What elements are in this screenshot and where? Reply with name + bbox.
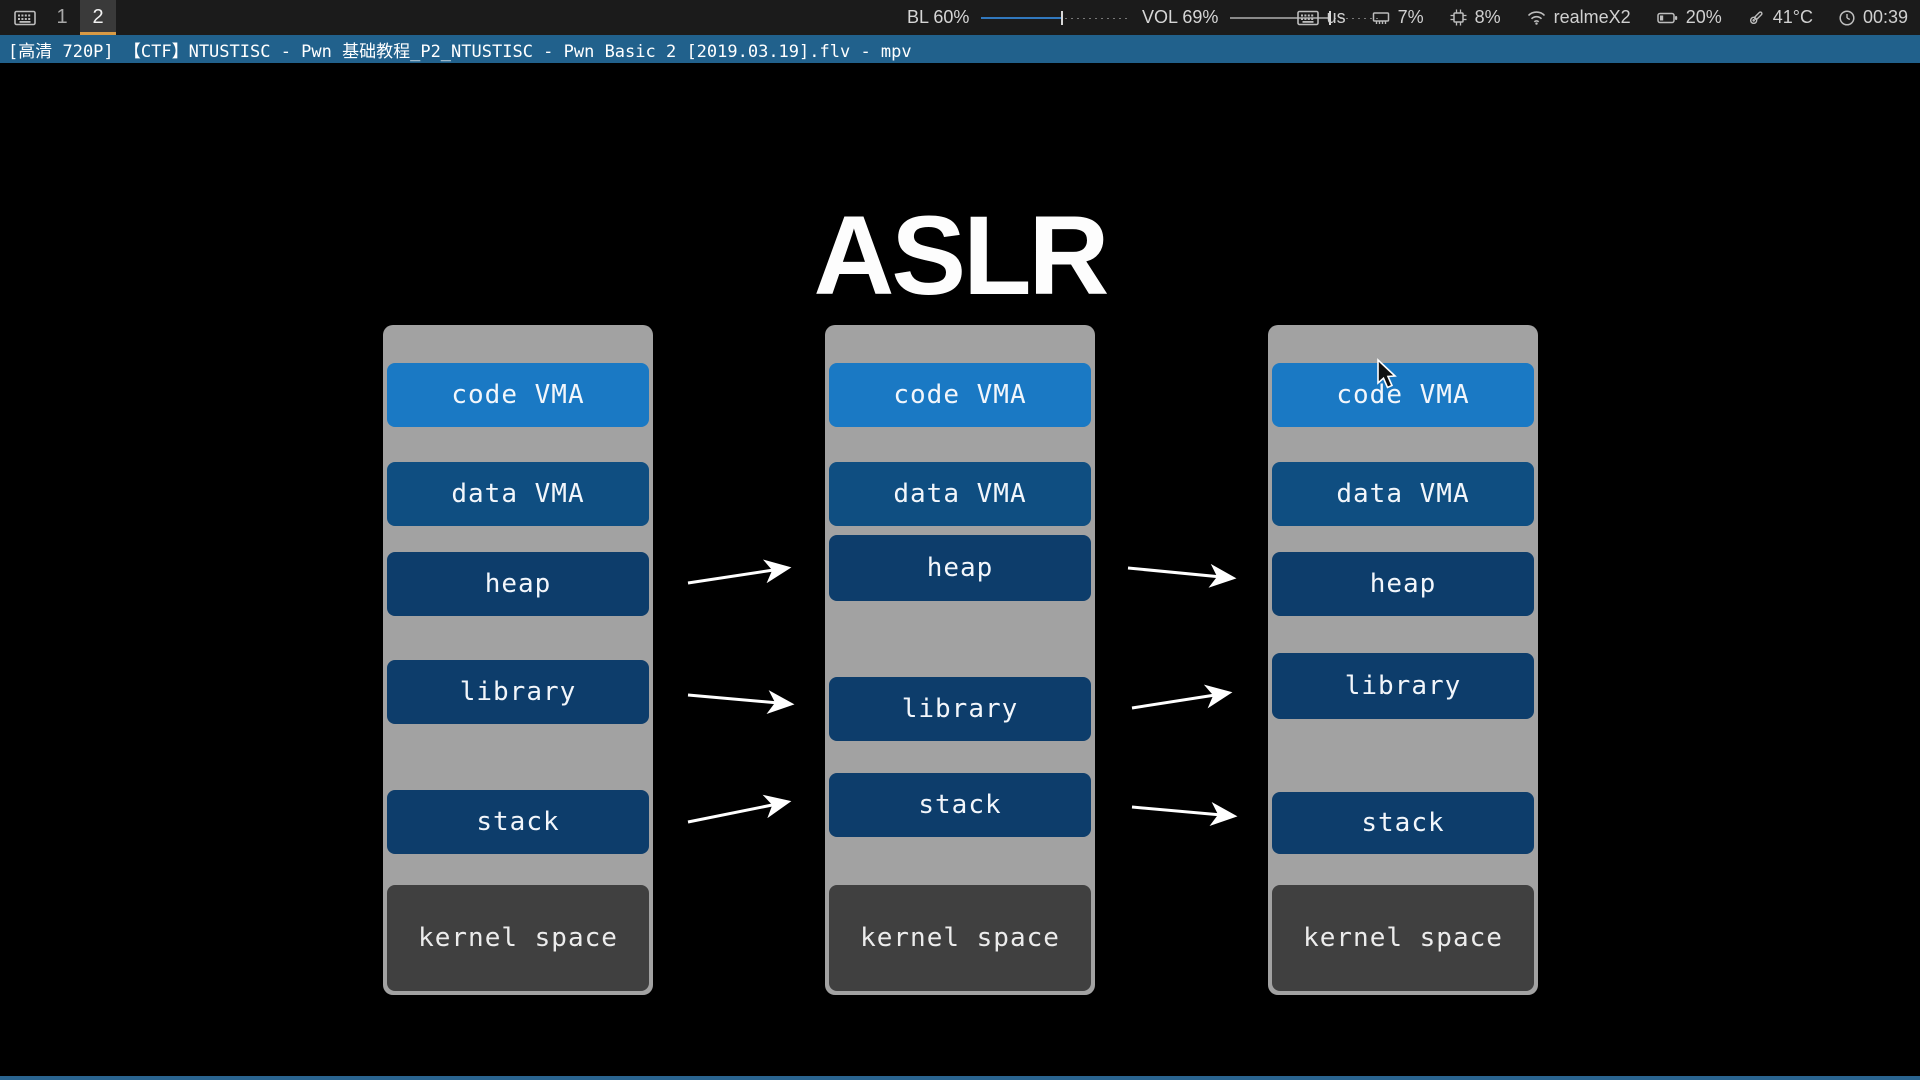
memory-block-library: library [1272,653,1534,719]
memory-column-3: code VMA data VMA heap library stack kernel s… [1268,325,1538,995]
memory-block-stack: stack [387,790,649,854]
memory-block-code-vma: code VMA [387,363,649,427]
memory-block-heap: heap [387,552,649,616]
slide-title: ASLR [813,193,1110,318]
status-item: 20% [1656,7,1722,28]
status-text: 20% [1685,7,1722,27]
memory-block-heap: heap [1272,552,1534,616]
workspace-button-2[interactable]: 2 [80,0,116,35]
status-item: 00:39 [1839,7,1908,28]
status-item: us [1296,7,1346,28]
backlight-slider[interactable] [981,10,1128,26]
status-text: us [1326,7,1346,27]
memory-icon [1372,10,1390,26]
status-text: 7% [1397,7,1424,27]
memory-block-stack: stack [829,773,1091,837]
memory-column-2: code VMA data VMA heap library stack kernel s… [825,325,1095,995]
keyboard-icon [6,0,44,35]
status-text: 00:39 [1862,7,1908,27]
memory-block-data-vma: data VMA [387,462,649,526]
volume-control[interactable]: VOL 69% [1142,0,1381,35]
status-item: 8% [1450,7,1501,28]
battery-icon [1656,12,1678,24]
volume-slider[interactable] [1230,10,1381,26]
window-title: [高清 720P] 【CTF】NTUSTISC - Pwn 基础教程_P2_NT… [8,41,912,62]
cpu-icon [1450,9,1467,26]
wifi-icon [1527,10,1546,25]
window-bottom-border [0,1076,1920,1080]
status-text: 41°C [1772,7,1813,27]
memory-block-heap: heap [829,535,1091,601]
memory-block-stack: stack [1272,792,1534,854]
memory-block-kernel-space: kernel space [1272,885,1534,991]
status-item: 41°C [1748,7,1813,28]
status-text: 8% [1474,7,1501,27]
memory-block-library: library [387,660,649,724]
memory-block-library: library [829,677,1091,741]
status-indicators: us 7% 8% realmeX2 20% 41°C 00:39 [1296,0,1908,35]
keyboard-icon [1296,9,1319,27]
backlight-control[interactable]: BL 60% [907,0,1128,35]
memory-block-data-vma: data VMA [829,462,1091,526]
memory-block-kernel-space: kernel space [829,885,1091,991]
mpv-window-titlebar[interactable]: [高清 720P] 【CTF】NTUSTISC - Pwn 基础教程_P2_NT… [0,35,1920,63]
workspace-button-1[interactable]: 1 [56,6,68,28]
status-item: realmeX2 [1527,7,1631,28]
memory-column-1: code VMA data VMA heap library stack kernel s… [383,325,653,995]
memory-block-data-vma: data VMA [1272,462,1534,526]
status-item: 7% [1372,7,1424,28]
memory-block-code-vma: code VMA [1272,363,1534,427]
clock-icon [1839,9,1855,26]
memory-block-kernel-space: kernel space [387,885,649,991]
volume-label: VOL 69% [1142,7,1219,27]
memory-block-code-vma: code VMA [829,363,1091,427]
backlight-label: BL 60% [907,7,970,27]
status-text: realmeX2 [1553,7,1631,27]
thermometer-icon [1748,9,1765,26]
